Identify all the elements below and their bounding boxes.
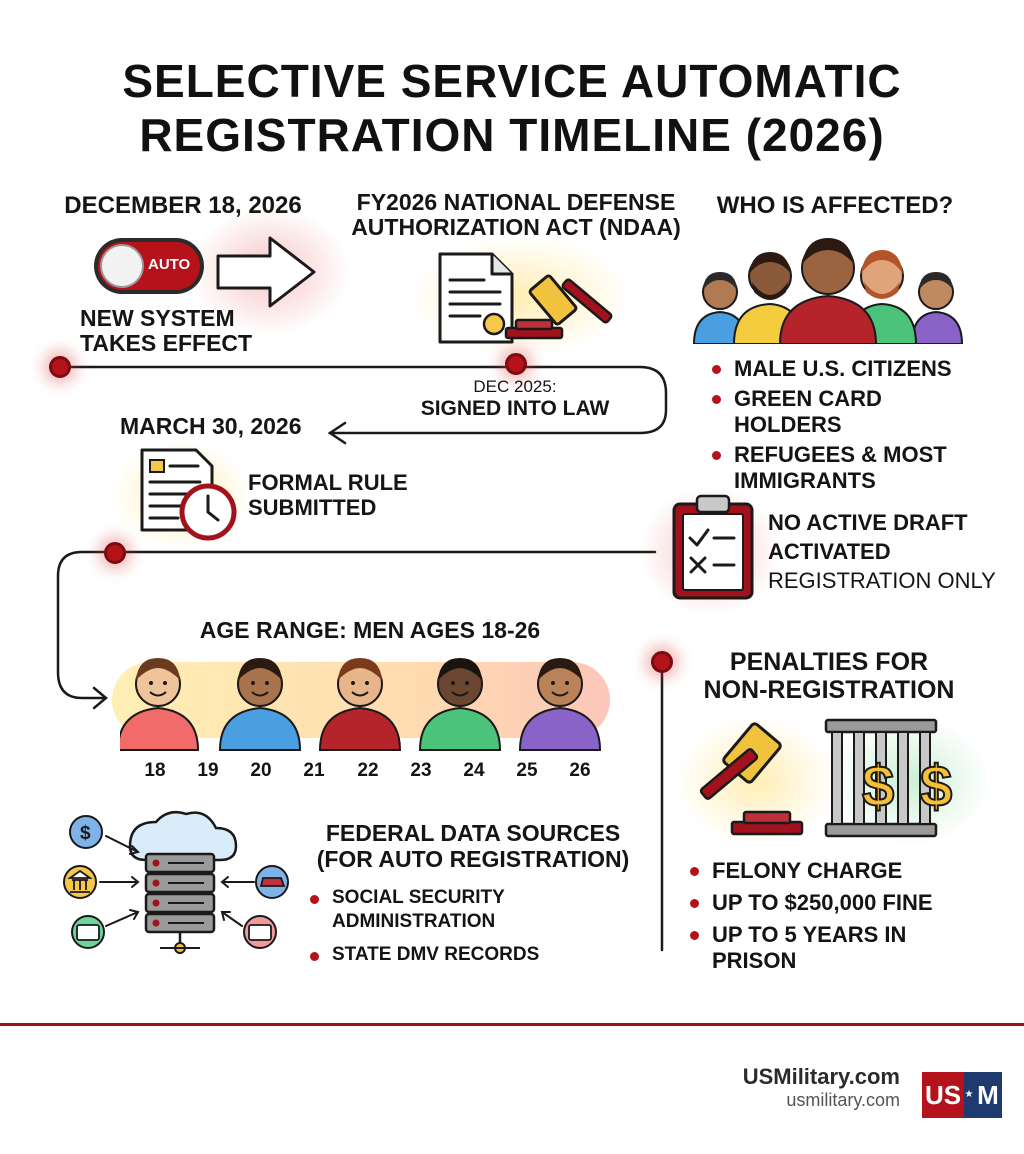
footer-brand: USMilitary.com — [742, 1064, 900, 1089]
data-sources-diagram: $ — [63, 811, 289, 954]
age-label: 25 — [516, 760, 538, 781]
timeline-dot-ndaa — [505, 353, 527, 375]
arrow-right-icon — [216, 236, 316, 308]
age-label: 19 — [197, 760, 219, 781]
logo-us: US — [922, 1072, 964, 1118]
title-line-1: SELECTIVE SERVICE AUTOMATIC — [122, 55, 902, 107]
penalties-list: FELONY CHARGE UP TO $250,000 FINE UP TO … — [686, 858, 986, 974]
age-label: 18 — [144, 760, 166, 781]
person-figure — [318, 658, 402, 751]
data-sources-title: FEDERAL DATA SOURCES (FOR AUTO REGISTRAT… — [316, 820, 630, 872]
penalty-item: UP TO $250,000 FINE — [686, 890, 986, 916]
person-figure — [218, 658, 302, 751]
document-clock-icon — [140, 448, 237, 541]
data-sources-list: SOCIAL SECURITY ADMINISTRATION STATE DMV… — [306, 886, 646, 967]
ndaa-title: FY2026 NATIONAL DEFENSE AUTHORIZATION AC… — [351, 189, 681, 240]
logo-m: M — [974, 1072, 1002, 1118]
effective-date: DECEMBER 18, 2026 — [64, 192, 302, 219]
auto-toggle: AUTO — [94, 238, 204, 294]
footer-divider — [0, 1023, 1024, 1026]
rule-caption: FORMAL RULE SUBMITTED — [248, 470, 408, 520]
age-label: 26 — [569, 760, 591, 781]
penalty-item: FELONY CHARGE — [686, 858, 986, 884]
person-figure — [418, 658, 502, 751]
gavel-penalty-icon — [699, 722, 804, 836]
dollar-coin-icon — [69, 815, 103, 849]
svg-text:$: $ — [862, 754, 894, 819]
footer-logo: US ★ M — [922, 1072, 1002, 1118]
data-source-item: STATE DMV RECORDS — [306, 943, 646, 967]
affected-item: GREEN CARD HOLDERS — [708, 386, 978, 438]
timeline-dot-penalties — [651, 651, 673, 673]
draft-status: NO ACTIVE DRAFT ACTIVATED REGISTRATION O… — [768, 510, 996, 593]
gavel-icon — [504, 274, 613, 340]
age-label: 22 — [357, 760, 379, 781]
affected-title: WHO IS AFFECTED? — [716, 192, 954, 219]
age-label: 23 — [410, 760, 432, 781]
age-label: 20 — [250, 760, 272, 781]
person-figure — [120, 658, 200, 751]
timeline-dot-effective — [49, 356, 71, 378]
data-source-item: SOCIAL SECURITY ADMINISTRATION — [306, 886, 646, 934]
svg-text:$: $ — [920, 754, 952, 819]
ndaa-caption: SIGNED INTO LAW — [420, 397, 610, 420]
jail-cell-dollar-icon: $ $ — [824, 718, 953, 838]
footer-url: usmilitary.com — [786, 1090, 900, 1110]
people-group-icon — [692, 238, 964, 344]
timeline-dot-rule — [104, 542, 126, 564]
affected-item: REFUGEES & MOST IMMIGRANTS — [708, 442, 978, 494]
affected-list: MALE U.S. CITIZENS GREEN CARD HOLDERS RE… — [708, 356, 978, 494]
title-line-2: REGISTRATION TIMELINE (2026) — [139, 109, 885, 161]
toggle-label: AUTO — [148, 256, 191, 273]
toggle-knob — [100, 244, 144, 288]
ndaa-date: DEC 2025: — [473, 377, 557, 396]
age-range-title: AGE RANGE: MEN AGES 18-26 — [199, 617, 541, 643]
effective-caption: NEW SYSTEM TAKES EFFECT — [80, 305, 253, 356]
age-label: 21 — [303, 760, 325, 781]
svg-text:$: $ — [80, 823, 91, 844]
document-icon — [438, 252, 514, 344]
clipboard-icon — [672, 494, 754, 600]
affected-item: MALE U.S. CITIZENS — [708, 356, 978, 382]
penalties-title: PENALTIES FOR NON-REGISTRATION — [703, 648, 955, 704]
age-label: 24 — [463, 760, 485, 781]
age-figures — [120, 658, 602, 751]
rule-date: MARCH 30, 2026 — [120, 413, 302, 439]
penalty-item: UP TO 5 YEARS IN PRISON — [686, 922, 986, 974]
page-title: SELECTIVE SERVICE AUTOMATIC REGISTRATION… — [0, 54, 1024, 162]
person-figure — [518, 658, 602, 751]
logo-star-icon: ★ — [964, 1072, 974, 1118]
